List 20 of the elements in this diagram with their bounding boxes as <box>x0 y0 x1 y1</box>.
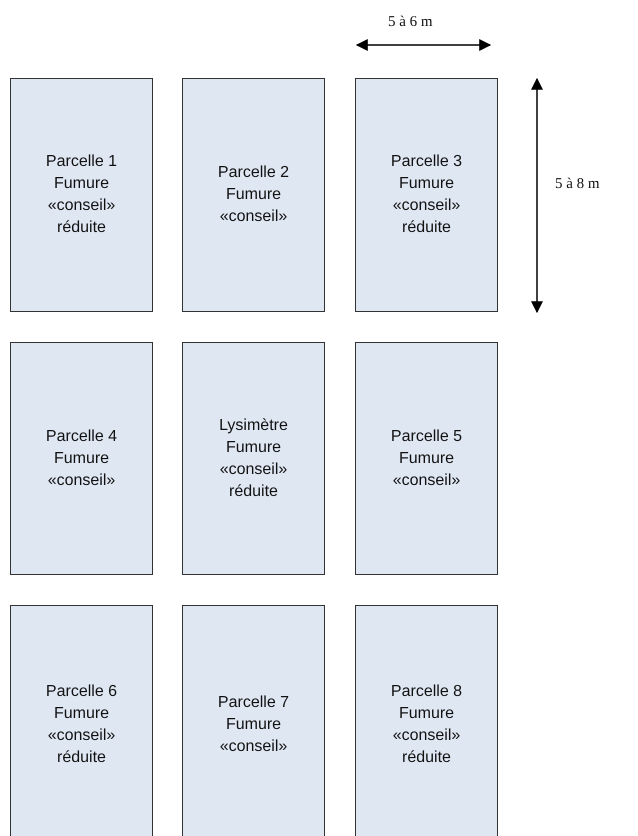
plot-label: Parcelle 4 Fumure «conseil» <box>44 426 118 490</box>
plot-box <box>10 342 153 575</box>
plot-label: Parcelle 6 Fumure «conseil» réduite <box>44 682 118 768</box>
plot-label: Parcelle 2 Fumure «conseil» <box>216 163 290 227</box>
dimension-label: 5 à 8 m <box>555 176 600 193</box>
plot-label: Lysimètre Fumure «conseil» réduite <box>218 416 289 502</box>
plot-box <box>355 78 498 312</box>
plot-box <box>182 605 325 836</box>
plot-box <box>10 78 153 312</box>
plot-box <box>182 78 325 312</box>
plot-label: Parcelle 3 Fumure «conseil» réduite <box>390 152 464 238</box>
plot-box <box>355 605 498 836</box>
plot-label: Parcelle 7 Fumure «conseil» <box>216 693 290 757</box>
plot-box <box>355 342 498 575</box>
plot-box <box>182 342 325 575</box>
plot-label: Parcelle 5 Fumure «conseil» <box>390 426 464 490</box>
plot-label: Parcelle 8 Fumure «conseil» réduite <box>390 682 464 768</box>
plot-label: Parcelle 1 Fumure «conseil» réduite <box>44 152 118 238</box>
plot-box <box>10 605 153 836</box>
dimension-label: 5 à 6 m <box>388 14 433 31</box>
